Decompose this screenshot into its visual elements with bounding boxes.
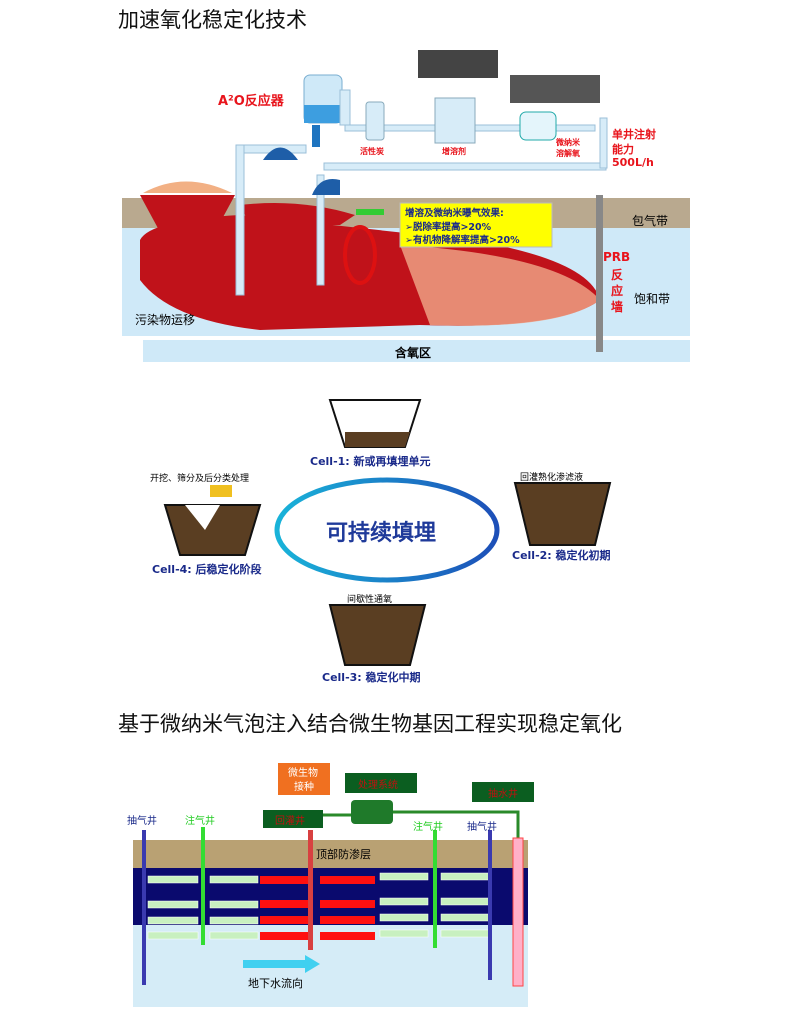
effect-title: 增溶及微纳米曝气效果: bbox=[405, 208, 504, 219]
vadose-zone-label: 包气带 bbox=[632, 214, 669, 228]
cap-layer-label: 顶部防渗层 bbox=[316, 848, 371, 861]
section-title-micro-nano-bubble: 基于微纳米气泡注入结合微生物基因工程实现稳定氧化 bbox=[118, 712, 622, 736]
saturated-zone-label: 饱和带 bbox=[634, 292, 671, 306]
micro-nano-label-1: 微纳米 bbox=[556, 138, 580, 147]
injection-well-left-label: 注气井 bbox=[185, 816, 215, 827]
cell4-label: Cell-4: 后稳定化阶段 bbox=[152, 563, 262, 576]
prb-label: PRB bbox=[603, 250, 631, 264]
activated-carbon-label: 活性炭 bbox=[360, 147, 384, 156]
cycle-graphics bbox=[163, 399, 612, 666]
cell2-note: 回灌熟化渗滤液 bbox=[520, 473, 584, 483]
injection-capacity-2: 能力 bbox=[612, 143, 634, 156]
cell3-note: 间歇性通氧 bbox=[347, 595, 393, 605]
a2o-reactor-label: A²O反应器 bbox=[218, 94, 284, 109]
cell4-note: 开挖、筛分及后分类处理 bbox=[150, 474, 250, 484]
oxidation-diagram: A²O反应器 活性炭 增溶剂 微纳米 溶解氧 单井注射 能力 500L/h 增溶… bbox=[0, 0, 800, 380]
prb-label-4: 墙 bbox=[611, 300, 624, 314]
extraction-well-right-label: 抽气井 bbox=[467, 822, 497, 833]
groundwater-flow-label: 地下水流向 bbox=[248, 977, 303, 990]
solubilizer-label: 增溶剂 bbox=[442, 147, 466, 156]
injection-capacity-1: 单井注射 bbox=[612, 128, 656, 141]
oxidation-diagram-graphics bbox=[122, 50, 690, 362]
injection-well-right-label: 注气井 bbox=[413, 822, 443, 833]
cell3-label: Cell-3: 稳定化中期 bbox=[322, 671, 421, 684]
cycle-center-label: 可持续填埋 bbox=[326, 521, 437, 546]
injection-capacity-3: 500L/h bbox=[612, 156, 654, 169]
effect-item-1: ➢脱除率提高>20% bbox=[405, 222, 492, 233]
microbe-inoculation-label-1: 微生物 bbox=[288, 768, 318, 779]
cell2-label: Cell-2: 稳定化初期 bbox=[512, 549, 611, 562]
oxygen-zone-label: 含氧区 bbox=[395, 346, 432, 360]
prb-label-2: 反 bbox=[611, 268, 624, 282]
microbe-inoculation-label-2: 接种 bbox=[294, 782, 314, 793]
recharge-well-label: 回灌井 bbox=[275, 816, 305, 827]
cell1-label: Cell-1: 新或再填埋单元 bbox=[310, 455, 431, 468]
landfill-cycle-diagram: 可持续填埋 Cell-1: 新或再填埋单元 Cell-2: 稳定化初期 Cell… bbox=[0, 380, 800, 690]
pump-well-label: 抽水井 bbox=[488, 789, 518, 800]
section-title-accelerated-oxidation: 加速氧化稳定化技术 bbox=[118, 8, 307, 32]
extraction-well-left-label: 抽气井 bbox=[127, 816, 157, 827]
prb-label-3: 应 bbox=[611, 284, 624, 298]
micro-nano-label-2: 溶解氧 bbox=[556, 149, 580, 158]
migration-label: 污染物运移 bbox=[135, 313, 196, 327]
treatment-system-label: 处理系统 bbox=[358, 780, 398, 791]
effect-item-2: ➢有机物降解率提高>20% bbox=[405, 235, 520, 246]
